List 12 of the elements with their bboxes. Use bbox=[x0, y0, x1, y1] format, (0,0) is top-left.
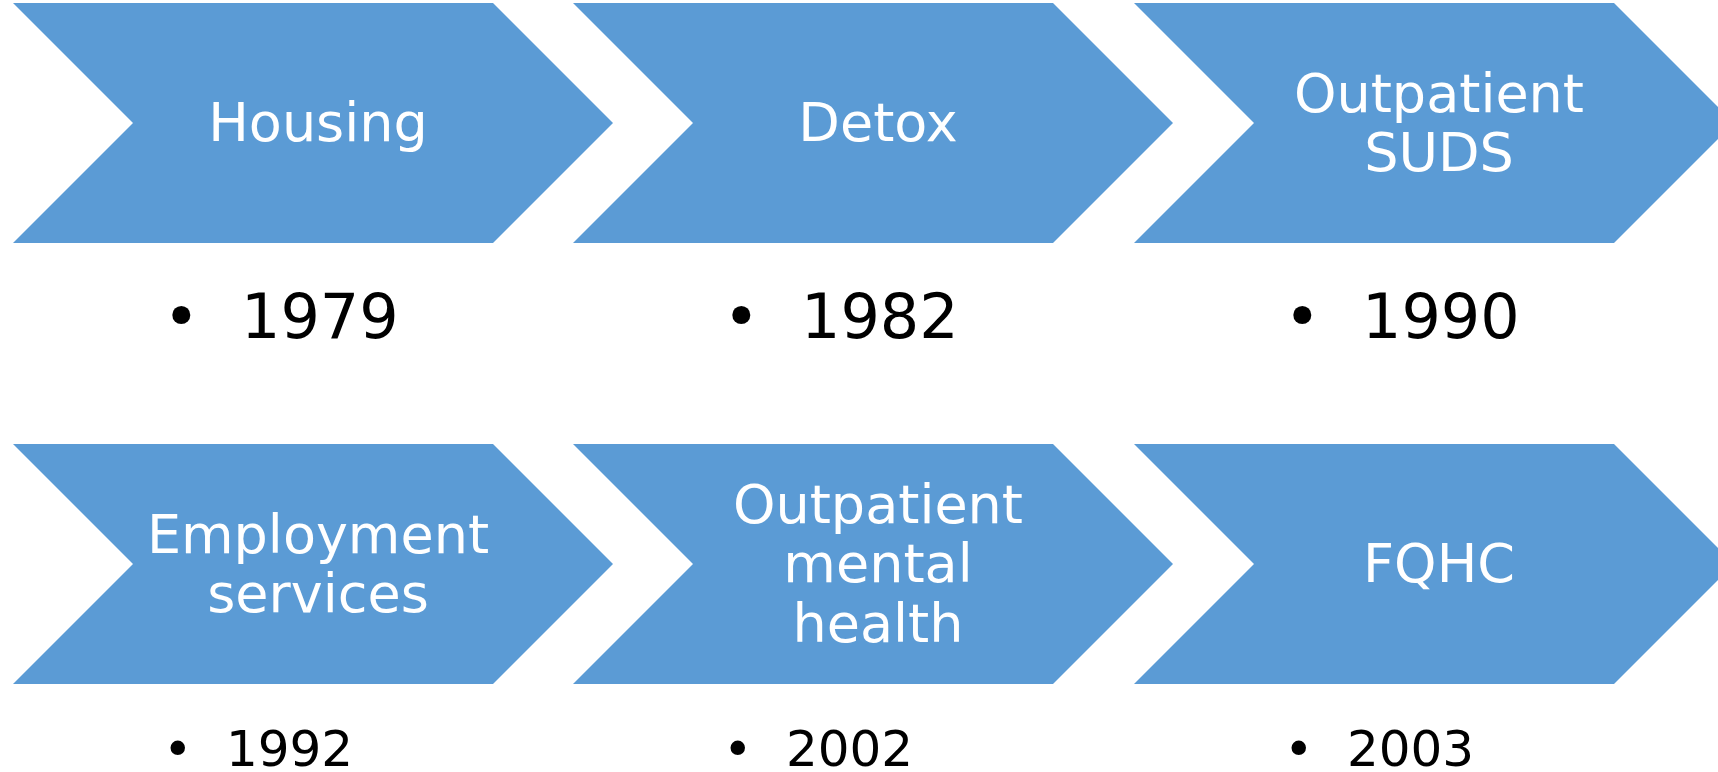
chevron-label: Outpatient mental health bbox=[731, 474, 1025, 654]
chevron-label: Housing bbox=[208, 93, 428, 153]
chevron-label: Outpatient SUDS bbox=[1292, 63, 1586, 183]
year-bullet: • 1990 bbox=[1284, 280, 1520, 353]
year-bullet: • 2003 bbox=[1284, 720, 1475, 772]
chevron-label: Detox bbox=[798, 93, 958, 153]
chevron-label: FQHC bbox=[1363, 534, 1515, 594]
year-bullet: • 1982 bbox=[723, 280, 959, 353]
year-bullet: • 1992 bbox=[163, 720, 354, 772]
year-bullet: • 2002 bbox=[723, 720, 914, 772]
chevron-label: Employment services bbox=[145, 504, 491, 624]
year-bullet: • 1979 bbox=[163, 280, 399, 353]
